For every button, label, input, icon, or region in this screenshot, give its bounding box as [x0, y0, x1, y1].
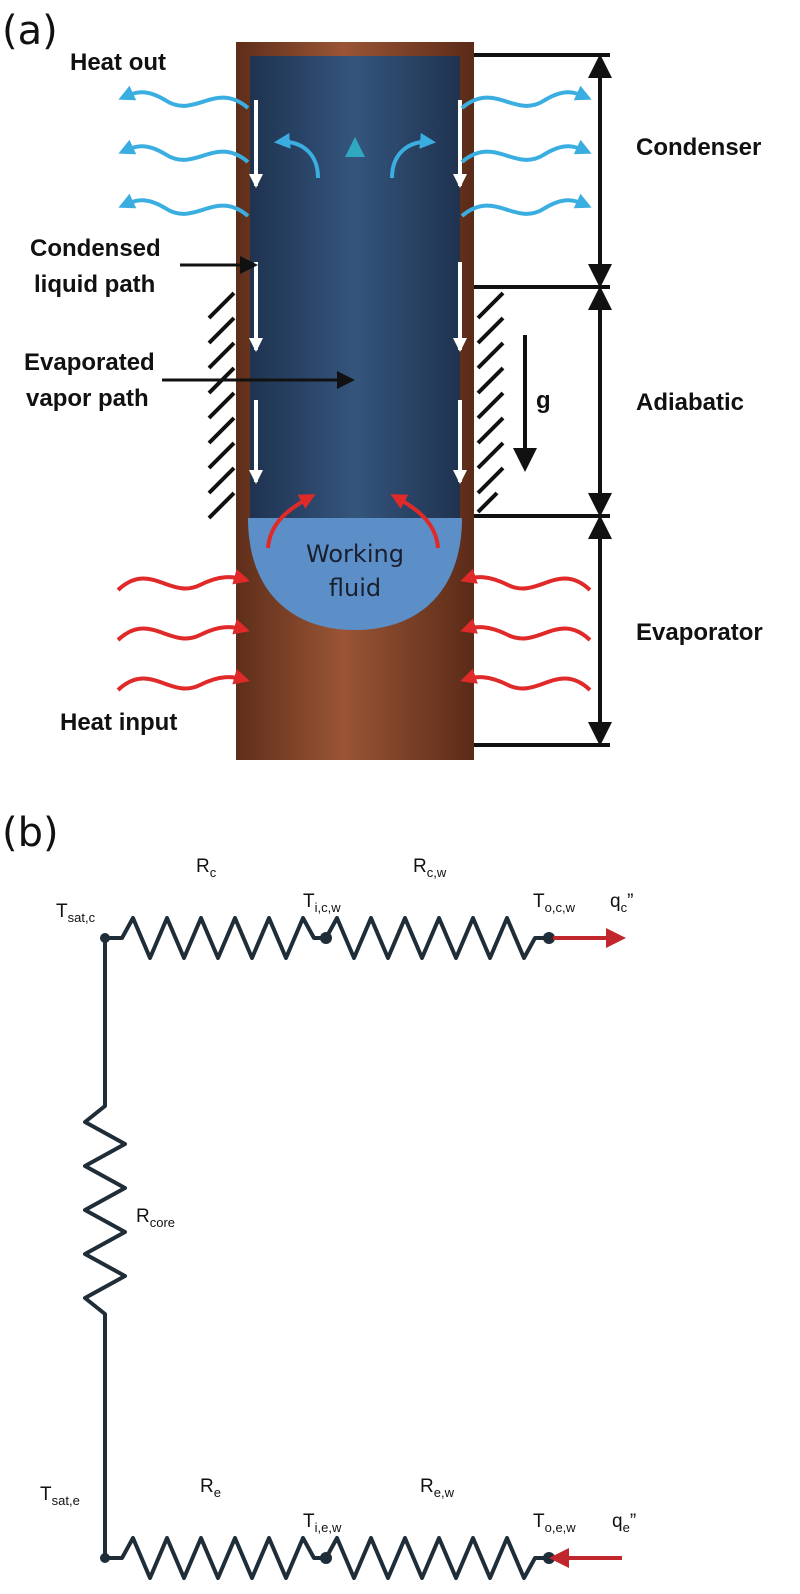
label-q-e: qe”: [612, 1511, 636, 1535]
condensed-label-line2: liquid path: [34, 271, 155, 298]
label-r-c-w: Rc,w: [413, 856, 447, 880]
heat-input-arrows: [116, 568, 592, 692]
working-fluid-pool: [248, 518, 462, 630]
node-t-o-c-w: [543, 932, 555, 944]
circuit-left-wire: [83, 936, 127, 1560]
label-r-e: Re: [200, 1476, 221, 1500]
panel-a: (a): [2, 8, 763, 760]
evaporation-curl-right: [390, 494, 440, 549]
panel-b-label: (b): [2, 810, 59, 856]
node-t-sat-e: [100, 1553, 110, 1563]
insulation-hatch-right: [476, 291, 505, 514]
evaporation-curl-left: [266, 494, 316, 549]
node-t-sat-c: [100, 933, 110, 943]
panel-a-label: (a): [2, 8, 58, 54]
label-t-sat-e: Tsat,e: [40, 1484, 80, 1508]
heat-input-label: Heat input: [60, 709, 177, 736]
evaporator-label: Evaporator: [636, 619, 763, 646]
heat-out-label: Heat out: [70, 49, 166, 76]
label-r-c: Rc: [196, 856, 217, 880]
working-fluid-line2: fluid: [329, 574, 381, 602]
condensation-curl-right: [390, 132, 436, 179]
condensed-liquid-arrows: [249, 100, 467, 484]
insulation-hatch-left: [207, 291, 236, 520]
gravity-label: g: [536, 387, 551, 414]
evaporated-label-line1: Evaporated: [24, 349, 155, 376]
evaporated-label-line2: vapor path: [26, 385, 149, 412]
label-q-c: qc”: [610, 891, 633, 915]
label-t-o-e-w: To,e,w: [533, 1511, 576, 1535]
node-t-i-c-w: [320, 932, 332, 944]
label-t-i-e-w: Ti,e,w: [303, 1511, 342, 1535]
node-t-i-e-w: [320, 1552, 332, 1564]
label-t-sat-c: Tsat,c: [56, 901, 96, 925]
working-fluid-line1: Working: [306, 540, 404, 568]
adiabatic-label: Adiabatic: [636, 389, 744, 416]
label-t-i-c-w: Ti,c,w: [303, 891, 341, 915]
condenser-label: Condenser: [636, 134, 761, 161]
heat-out-arrows: [118, 85, 592, 218]
condensation-curl-left: [274, 132, 320, 179]
section-dimension-lines: [474, 53, 612, 747]
label-r-e-w: Re,w: [420, 1476, 455, 1500]
label-r-core: Rcore: [136, 1206, 175, 1230]
condensed-label-line1: Condensed: [30, 235, 161, 262]
label-t-o-c-w: To,c,w: [533, 891, 576, 915]
panel-b: (b) Tsat,c Ti,c,w To,c,w Rc Rc,w qc” Rco…: [2, 810, 636, 1580]
